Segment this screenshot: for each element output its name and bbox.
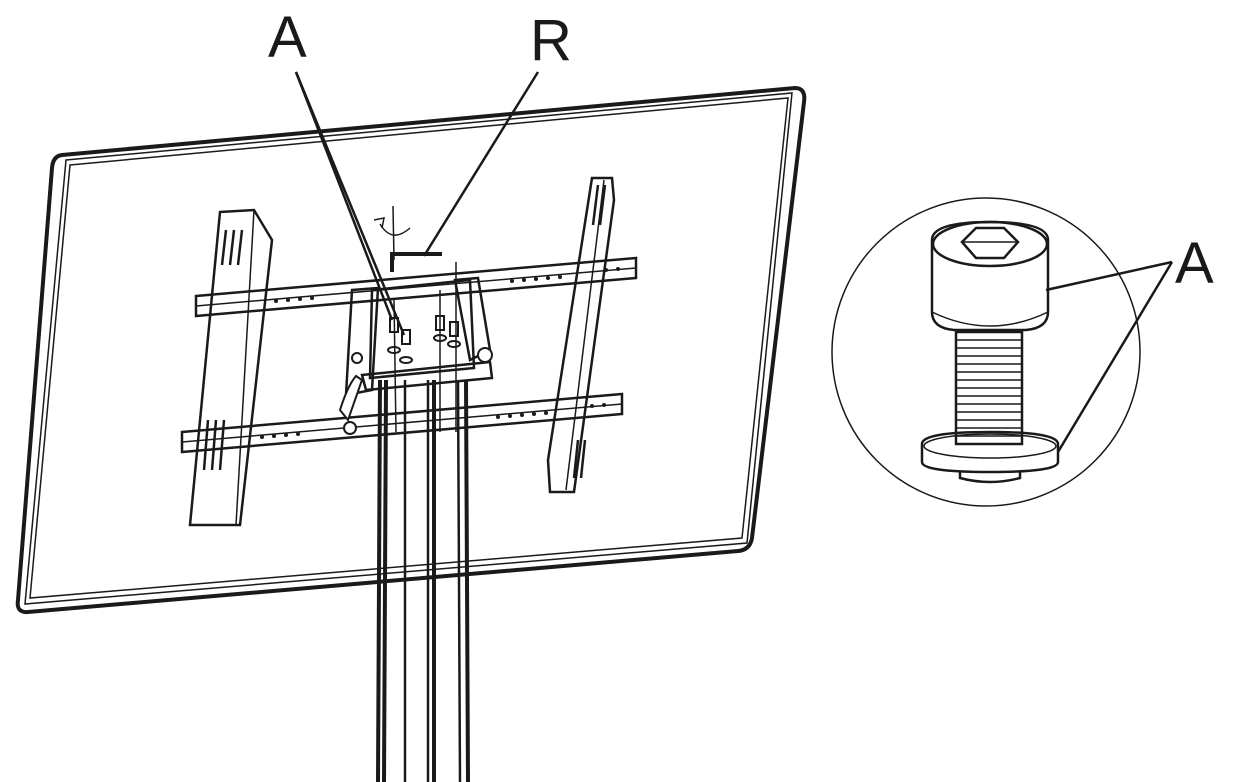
bolt-detail-view: [831, 197, 1174, 507]
bolt-illustration: [920, 220, 1060, 484]
callout-label-a: A: [268, 5, 307, 70]
mount-screws: [387, 262, 461, 433]
callout-label-r: R: [530, 8, 572, 73]
upper-rail: [194, 256, 638, 318]
right-vertical-bracket: [546, 176, 616, 494]
lower-rail: [180, 392, 624, 454]
center-tilt-mount: [338, 276, 494, 435]
rotation-arrow-icon: [373, 217, 411, 236]
left-vertical-bracket: [188, 208, 274, 527]
callout-label-a-detail: A: [1175, 231, 1214, 296]
display-panel: [15, 85, 807, 615]
stand-pole: [376, 379, 470, 782]
leader-lines: [294, 71, 540, 336]
